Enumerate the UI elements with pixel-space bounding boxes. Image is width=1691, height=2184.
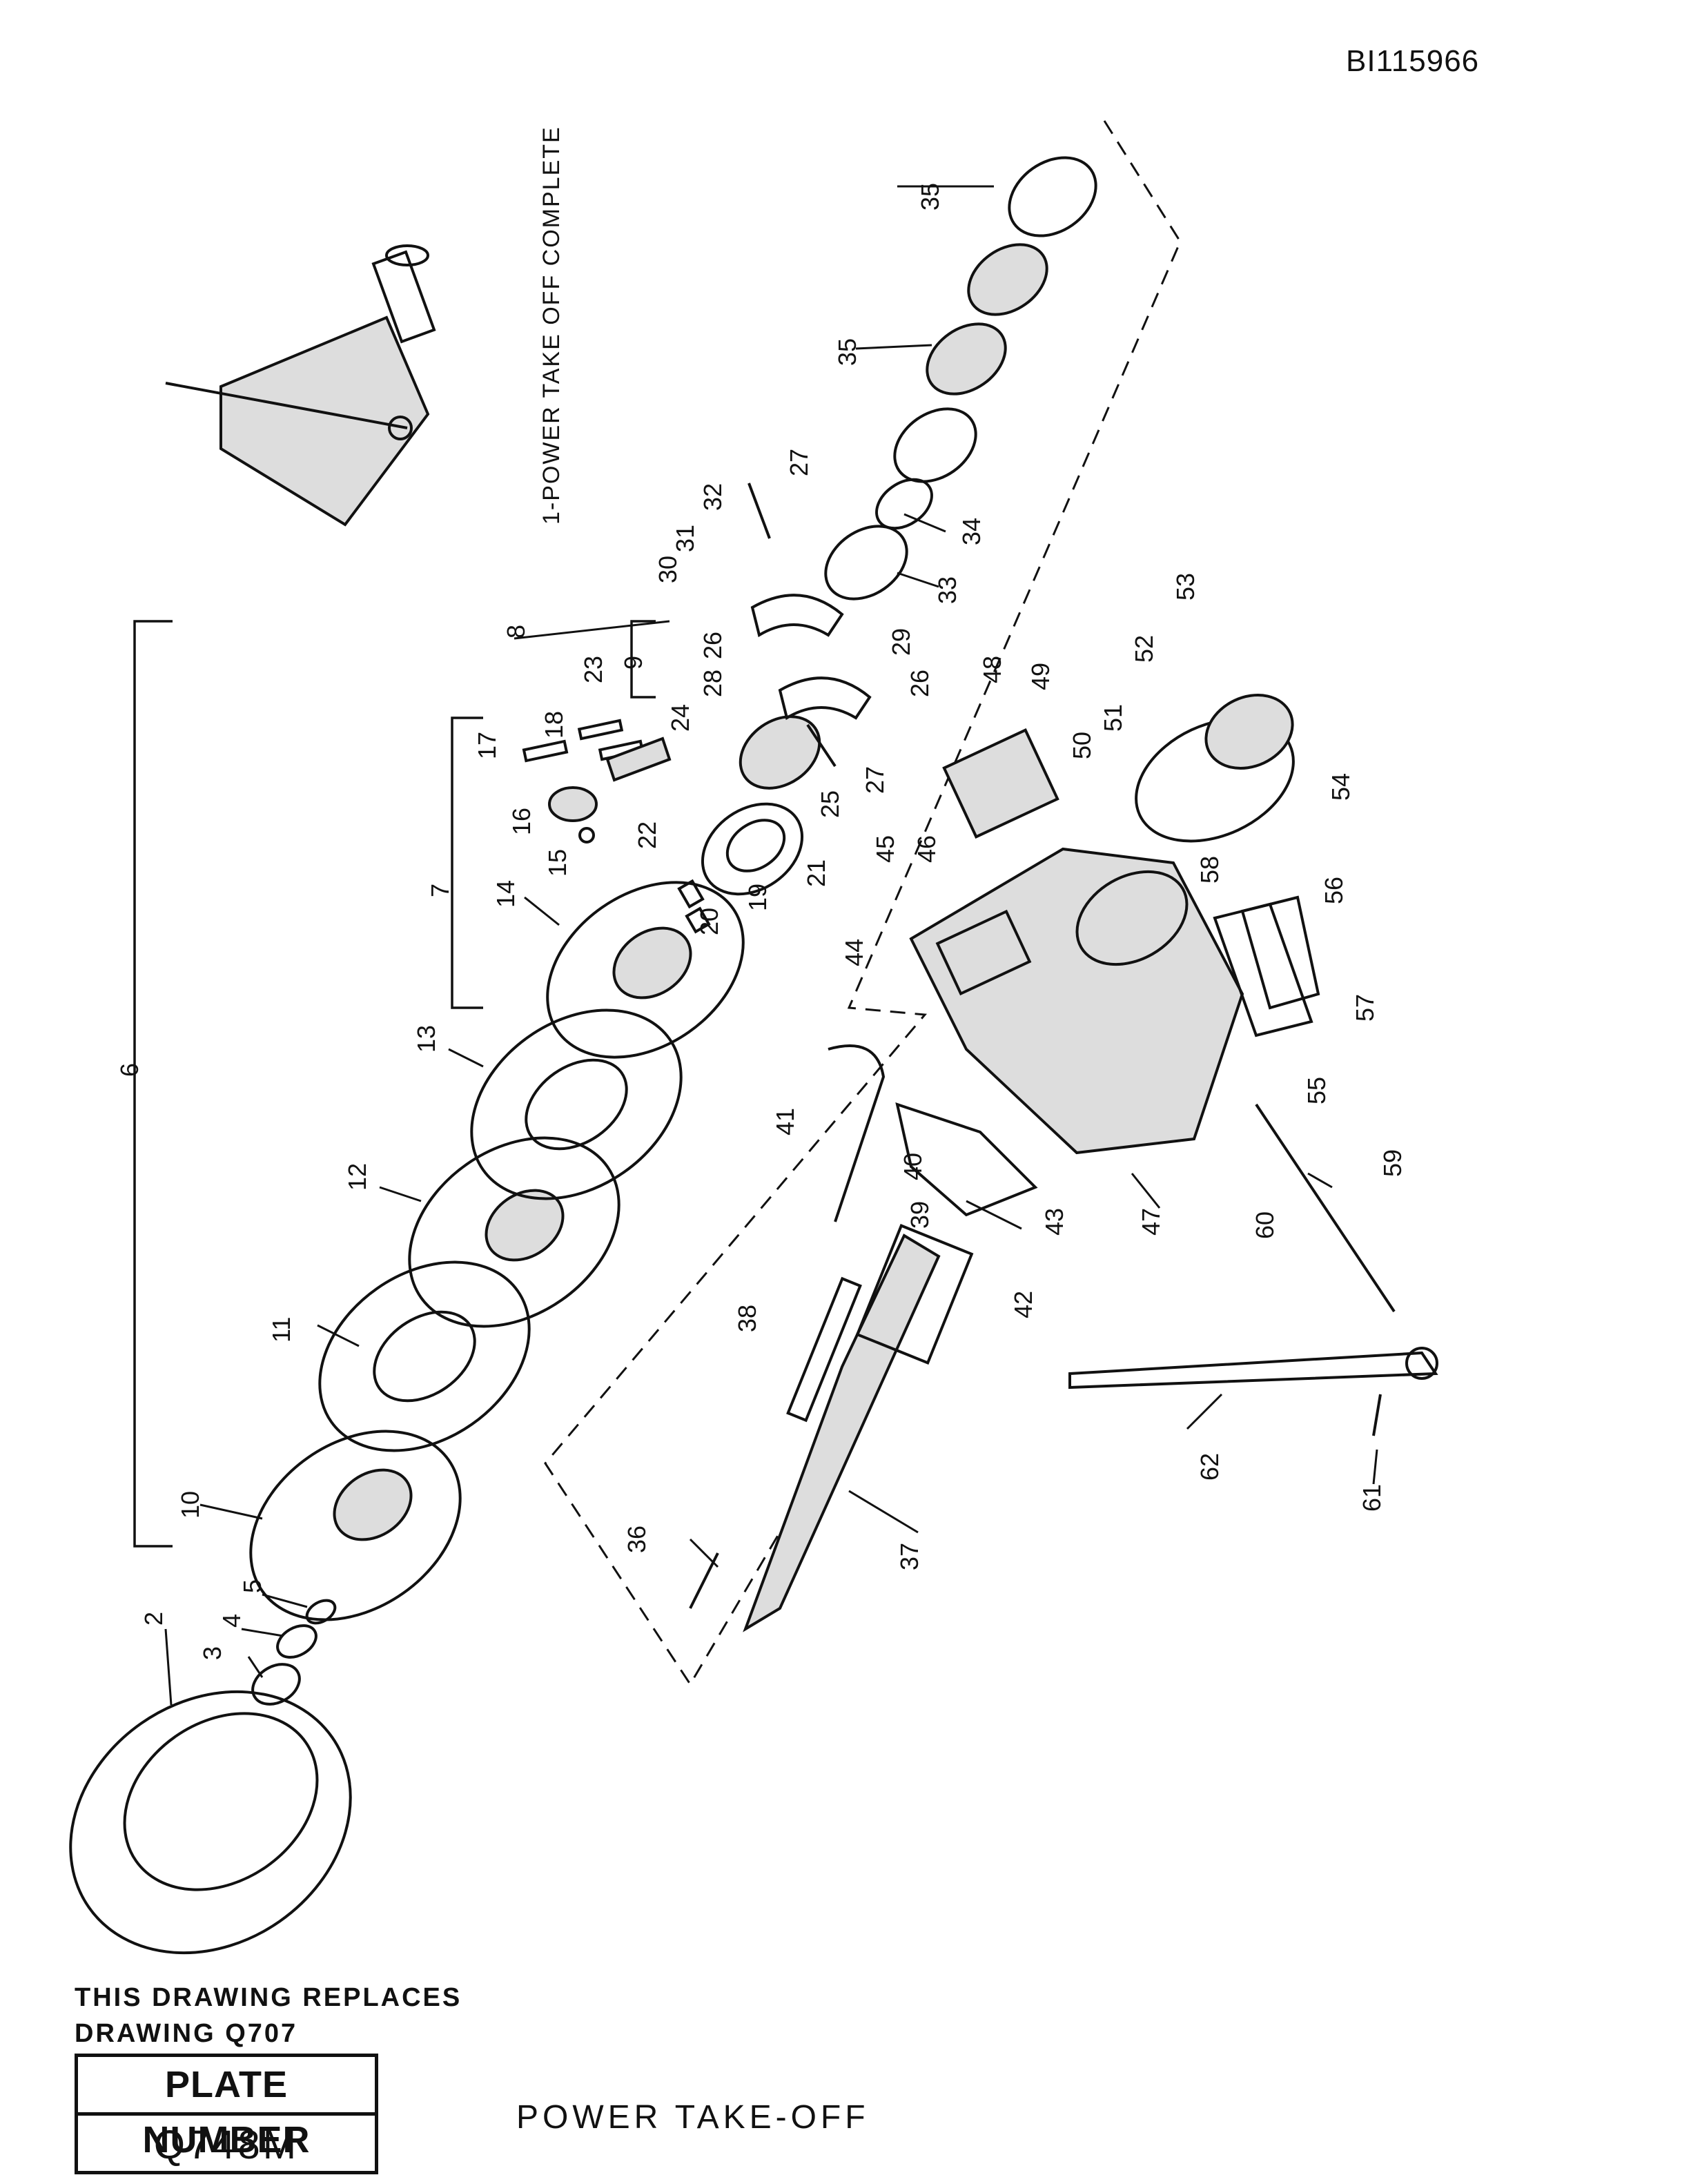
callout-label: 11 <box>267 1317 295 1343</box>
callout-label: 26 <box>906 670 934 697</box>
callout-label: 23 <box>579 656 607 683</box>
callout-label: 28 <box>698 670 727 697</box>
callout-label: 16 <box>507 808 536 835</box>
callout-label: 61 <box>1358 1484 1386 1512</box>
callout-label: 39 <box>906 1201 934 1229</box>
callout-label: 62 <box>1195 1453 1224 1481</box>
callout-label: 37 <box>895 1543 923 1570</box>
callout-label: 50 <box>1068 732 1096 759</box>
callout-label: 35 <box>916 183 944 211</box>
bearing-21 <box>701 802 804 896</box>
callout-label: 29 <box>887 628 915 656</box>
callout-label: 60 <box>1251 1211 1279 1239</box>
callout-label: 6 <box>115 1063 144 1077</box>
document-id: BI115966 <box>1346 44 1480 78</box>
housing-part <box>909 847 1244 1155</box>
callout-label: 45 <box>871 835 899 863</box>
callout-label: 15 <box>543 849 571 877</box>
callout-label: 56 <box>1320 877 1348 904</box>
callout-label: 4 <box>217 1614 246 1628</box>
callout-label: 24 <box>666 704 694 732</box>
callout-label: 51 <box>1099 704 1127 732</box>
plate-number-box: PLATE NUMBER Q748M <box>75 2054 378 2174</box>
callout-label: 54 <box>1327 773 1355 801</box>
callout-label: 13 <box>412 1025 440 1053</box>
group-bracket-9 <box>630 620 656 699</box>
assembly-note: 1-POWER TAKE OFF COMPLETE <box>538 126 565 525</box>
pressure-plate-part <box>546 881 745 1059</box>
release-bearing-25 <box>739 715 821 790</box>
callout-label: 10 <box>176 1491 204 1519</box>
complete-assembly-illustration <box>165 244 436 527</box>
group-bracket-7 <box>451 716 483 1009</box>
leader-lines <box>164 185 1378 1706</box>
callout-label: 21 <box>802 859 830 887</box>
callout-label: 25 <box>816 790 844 818</box>
bearing-housing-part <box>1135 694 1295 843</box>
callout-label: 7 <box>426 884 454 897</box>
callout-label: 49 <box>1026 663 1055 690</box>
clutch-disc-11 <box>318 1260 531 1452</box>
replacement-note: THIS DRAWING REPLACES DRAWING Q707 <box>75 1980 462 2051</box>
plate-number-label: PLATE NUMBER <box>78 2057 375 2161</box>
replacement-note-line2: DRAWING Q707 <box>75 2019 298 2048</box>
callout-label: 22 <box>633 821 661 849</box>
callout-label: 5 <box>238 1579 266 1593</box>
callout-label: 35 <box>833 338 861 366</box>
hub-plate-part <box>249 1430 462 1621</box>
callout-label: 41 <box>771 1108 799 1135</box>
callout-label: 59 <box>1378 1149 1407 1177</box>
callout-label: 26 <box>698 632 727 659</box>
inspection-cover <box>942 728 1059 839</box>
drawing-title: POWER TAKE-OFF <box>516 2099 870 2136</box>
callout-label: 53 <box>1171 573 1200 601</box>
callout-label: 44 <box>840 939 868 966</box>
callout-label: 30 <box>654 556 682 583</box>
callout-label: 9 <box>619 656 647 670</box>
callout-label: 31 <box>671 525 699 552</box>
callout-label: 43 <box>1040 1208 1068 1236</box>
callout-label: 52 <box>1130 635 1158 663</box>
callout-label: 32 <box>698 483 727 511</box>
callout-label: 38 <box>733 1305 761 1332</box>
callout-numbers: 2 3 4 5 6 7 8 9 10 11 12 13 14 15 16 17 … <box>115 183 1407 1660</box>
bearing-33 <box>824 525 908 601</box>
callout-label: 34 <box>957 518 986 545</box>
callout-label: 27 <box>785 449 813 476</box>
callout-label: 58 <box>1195 856 1224 884</box>
group-bracket-6 <box>133 620 173 1548</box>
callout-label: 55 <box>1302 1077 1331 1104</box>
callout-label: 42 <box>1009 1291 1037 1318</box>
replacement-note-line1: THIS DRAWING REPLACES <box>75 1983 462 2012</box>
plate-number-value: Q748M <box>153 2123 300 2167</box>
callout-label: 8 <box>502 625 530 638</box>
callout-label: 40 <box>899 1153 927 1180</box>
callout-label: 20 <box>695 908 723 935</box>
clutch-disc-12 <box>408 1136 620 1328</box>
callout-label: 48 <box>978 656 1006 683</box>
shaft-part <box>689 1223 974 1632</box>
callout-label: 33 <box>933 576 961 604</box>
ring-gear-part <box>69 1690 352 1955</box>
callout-label: 47 <box>1137 1208 1165 1236</box>
callout-label: 3 <box>198 1646 226 1660</box>
callout-label: 27 <box>861 766 889 794</box>
clutch-disc-13 <box>470 1008 683 1200</box>
callout-label: 12 <box>343 1163 371 1191</box>
callout-label: 36 <box>623 1525 651 1553</box>
callout-label: 2 <box>139 1612 168 1626</box>
callout-label: 17 <box>473 732 501 759</box>
assembly-boundary <box>544 120 1182 1686</box>
callout-label: 19 <box>743 884 772 911</box>
callout-label: 14 <box>491 880 520 908</box>
bearing-cup-35 <box>893 407 977 483</box>
callout-label: 18 <box>540 711 568 739</box>
callout-label: 46 <box>912 835 941 863</box>
callout-label: 57 <box>1351 994 1379 1022</box>
